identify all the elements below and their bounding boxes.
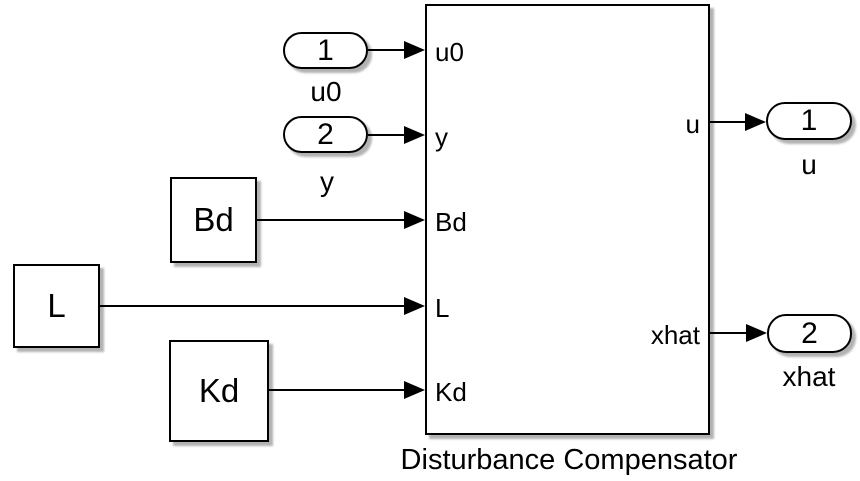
subsystem-outport-label-u: u bbox=[685, 109, 700, 139]
outport-block-xhat[interactable]: 2 bbox=[767, 314, 852, 353]
outport-number-xhat: 2 bbox=[801, 316, 818, 350]
arrowhead-u0 bbox=[404, 41, 425, 59]
inport-name-label-u0[interactable]: u0 bbox=[310, 76, 342, 107]
wire-subsystem-to-xhat[interactable] bbox=[710, 332, 747, 334]
constant-label-l: L bbox=[47, 287, 66, 324]
subsystem-name-label[interactable]: Disturbance Compensator bbox=[400, 444, 738, 476]
inport-block-u0[interactable]: 1 bbox=[283, 32, 368, 69]
constant-block-l[interactable]: L bbox=[13, 264, 100, 348]
subsystem-inport-label-l: L bbox=[435, 293, 450, 323]
wire-u0-to-subsystem[interactable] bbox=[368, 49, 405, 51]
wire-subsystem-to-u[interactable] bbox=[710, 121, 746, 123]
outport-name-label-xhat[interactable]: xhat bbox=[782, 361, 836, 392]
subsystem-block-disturbance-compensator[interactable]: u0 y Bd L Kd u xhat bbox=[425, 4, 710, 435]
subsystem-inport-label-bd: Bd bbox=[435, 207, 467, 237]
outport-block-u[interactable]: 1 bbox=[766, 102, 852, 140]
wire-y-to-subsystem[interactable] bbox=[368, 134, 405, 136]
arrowhead-kd bbox=[404, 381, 425, 399]
inport-number-u0: 1 bbox=[317, 33, 334, 67]
inport-number-y: 2 bbox=[317, 117, 334, 151]
subsystem-inport-label-y: y bbox=[435, 122, 448, 152]
subsystem-inport-label-u0: u0 bbox=[435, 37, 464, 67]
constant-block-kd[interactable]: Kd bbox=[169, 340, 269, 442]
constant-label-bd: Bd bbox=[193, 201, 234, 238]
subsystem-inport-label-kd: Kd bbox=[435, 377, 467, 407]
wire-l-to-subsystem[interactable] bbox=[100, 305, 405, 307]
constant-label-kd: Kd bbox=[198, 372, 240, 409]
arrowhead-u-out bbox=[745, 113, 766, 131]
inport-block-y[interactable]: 2 bbox=[283, 116, 368, 153]
subsystem-outport-label-xhat: xhat bbox=[650, 320, 700, 350]
wire-kd-to-subsystem[interactable] bbox=[269, 389, 405, 391]
outport-name-label-u[interactable]: u bbox=[801, 149, 817, 180]
arrowhead-xhat-out bbox=[746, 324, 767, 342]
arrowhead-y bbox=[404, 126, 425, 144]
inport-name-label-y[interactable]: y bbox=[320, 166, 334, 197]
wire-bd-to-subsystem[interactable] bbox=[257, 219, 405, 221]
arrowhead-bd bbox=[404, 211, 425, 229]
constant-block-bd[interactable]: Bd bbox=[170, 177, 257, 263]
arrowhead-l bbox=[404, 297, 425, 315]
outport-number-u: 1 bbox=[800, 104, 818, 137]
